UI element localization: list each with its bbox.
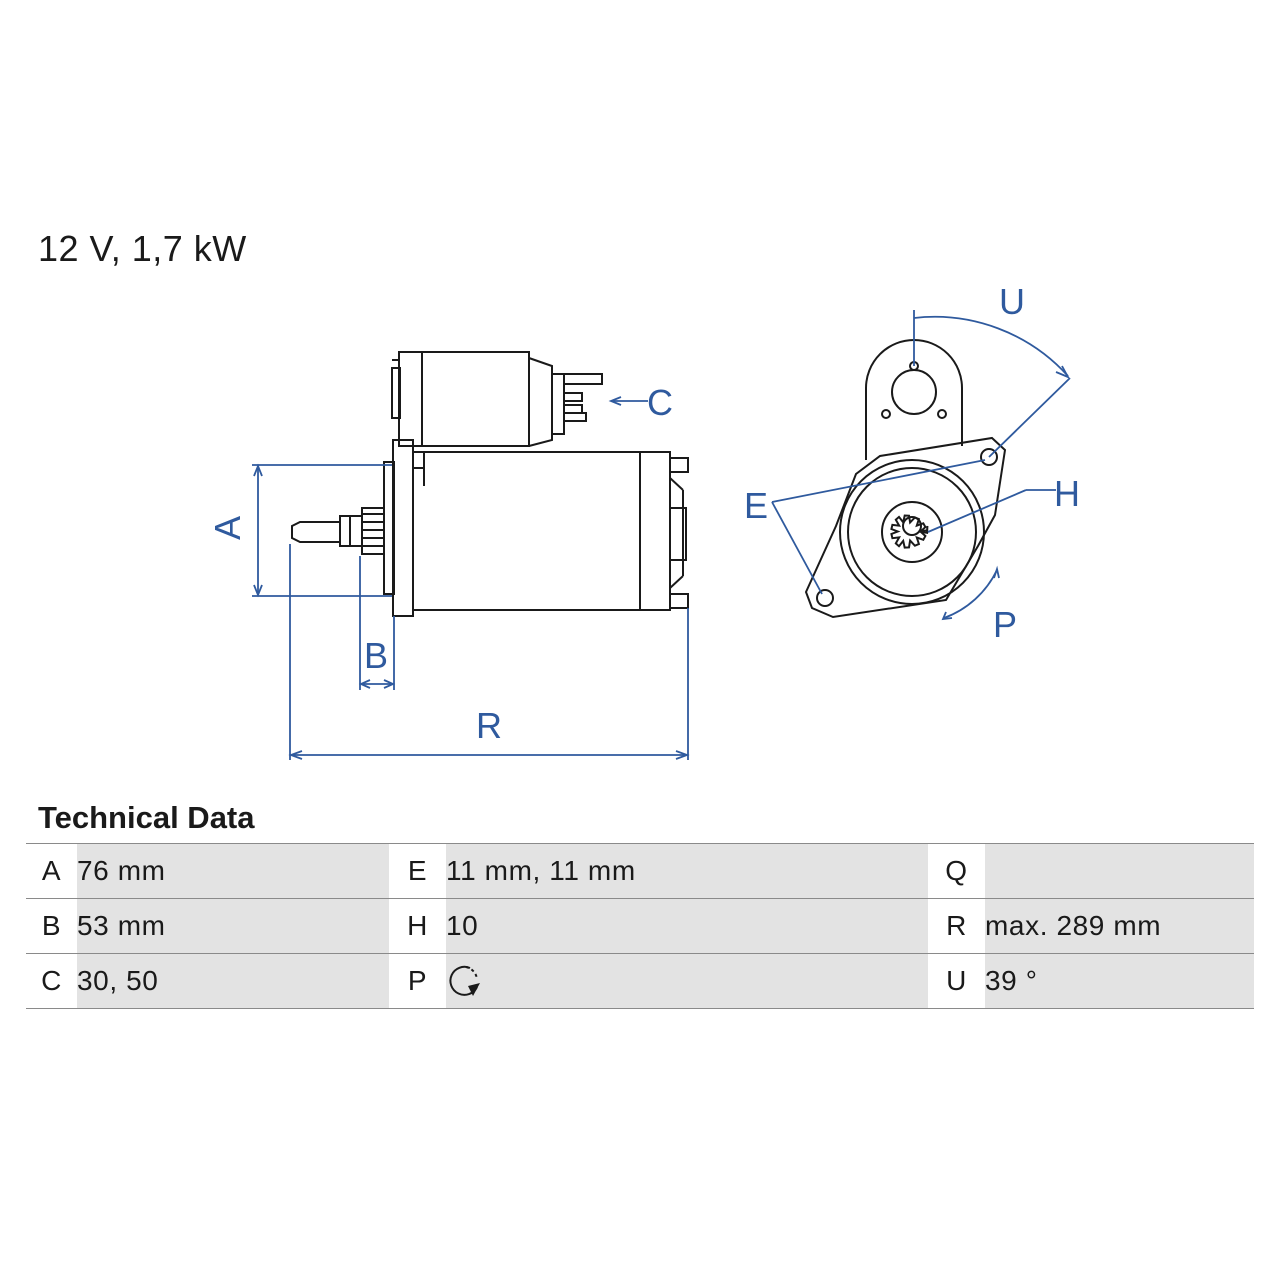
starter-motor-drawing: A B C R U E <box>207 281 1080 760</box>
param-value-rotation <box>446 953 928 1009</box>
param-value: 11 mm, 11 mm <box>446 843 928 899</box>
table-row: A 76 mm E 11 mm, 11 mm Q <box>26 843 1254 899</box>
label-E: E <box>744 485 768 526</box>
label-A: A <box>207 516 248 540</box>
section-title: Technical Data <box>38 800 255 835</box>
label-U: U <box>999 281 1025 322</box>
param-key: C <box>26 953 77 1009</box>
label-R: R <box>476 705 502 746</box>
param-key: Q <box>928 843 985 899</box>
param-key: U <box>928 953 985 1009</box>
param-key: P <box>389 953 446 1009</box>
param-key: H <box>389 898 446 954</box>
label-B: B <box>364 635 388 676</box>
front-view <box>804 339 1007 619</box>
param-key: A <box>26 843 77 899</box>
param-value <box>985 843 1254 899</box>
param-key: R <box>928 898 985 954</box>
table-row: C 30, 50 P U 39 ° <box>26 953 1254 1009</box>
label-C: C <box>647 382 673 423</box>
side-view-dimensions <box>252 396 690 760</box>
technical-data-table: A 76 mm E 11 mm, 11 mm Q B 53 mm H 10 R … <box>26 843 1254 1009</box>
side-view <box>291 351 689 617</box>
label-H: H <box>1054 473 1080 514</box>
label-P: P <box>993 604 1017 645</box>
param-value: 76 mm <box>77 843 389 899</box>
param-value: max. 289 mm <box>985 898 1254 954</box>
param-value: 30, 50 <box>77 953 389 1009</box>
front-view-dimensions <box>771 310 1071 621</box>
table-row: B 53 mm H 10 R max. 289 mm <box>26 898 1254 954</box>
param-key: B <box>26 898 77 954</box>
spec-title: 12 V, 1,7 kW <box>38 228 247 269</box>
param-value: 10 <box>446 898 928 954</box>
param-key: E <box>389 843 446 899</box>
param-value: 39 ° <box>985 953 1254 1009</box>
param-value: 53 mm <box>77 898 389 954</box>
clockwise-rotation-icon <box>449 965 480 996</box>
